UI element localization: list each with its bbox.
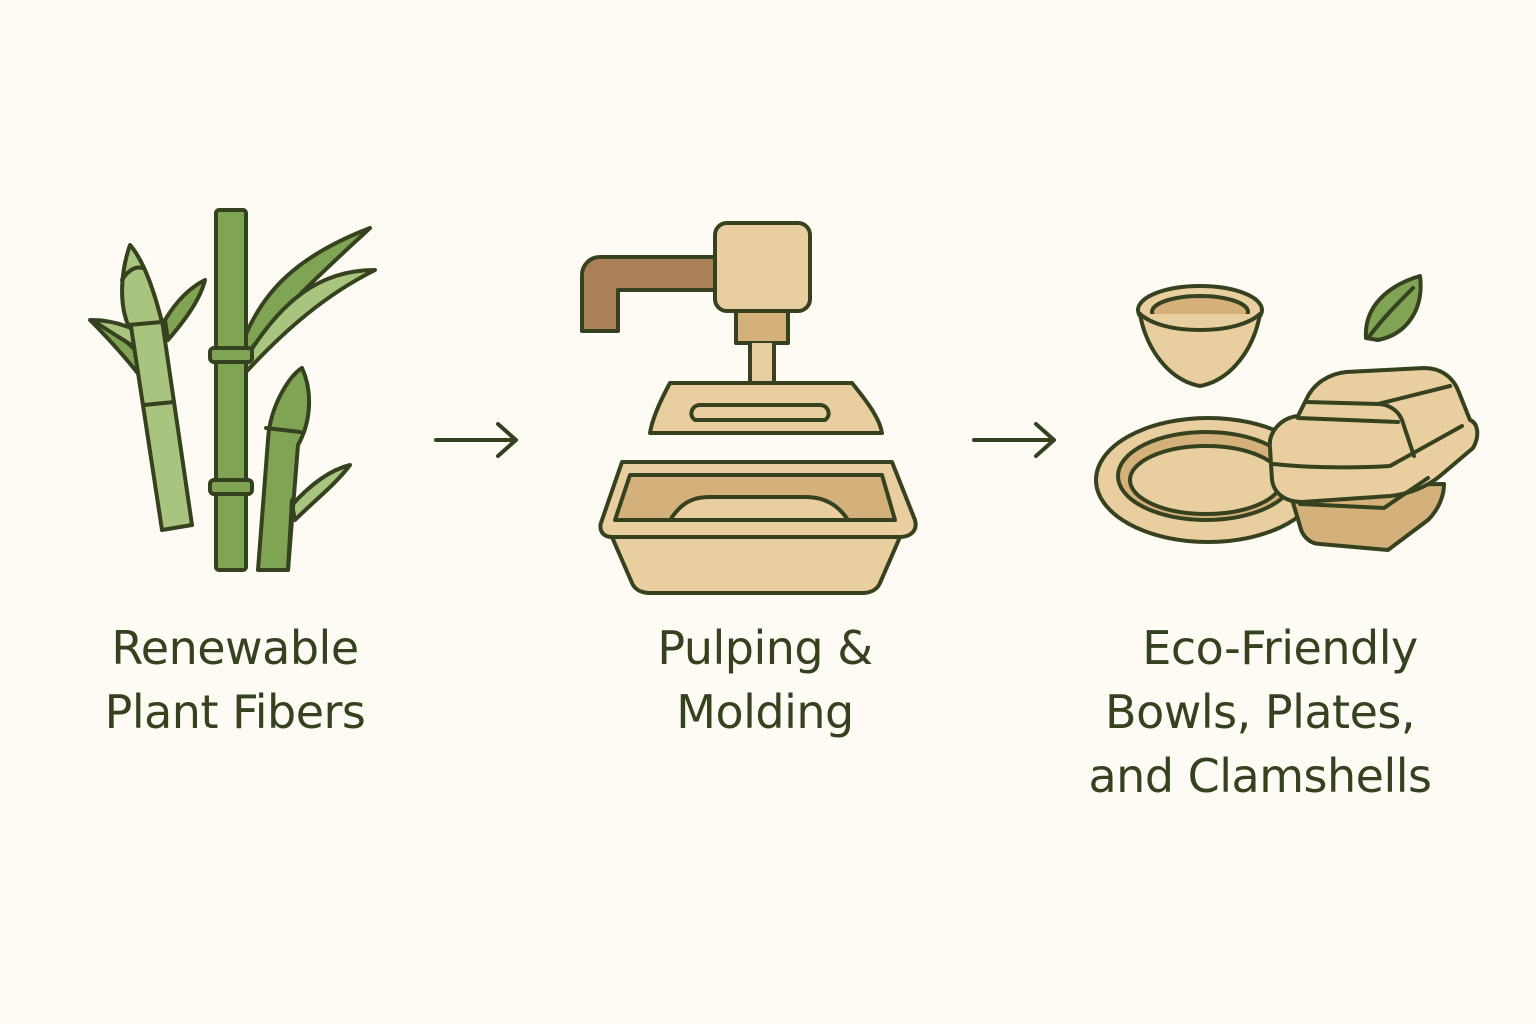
arrow-right-icon [972,422,1056,458]
step-label-line: Renewable [111,621,359,675]
step-label-molding: Pulping & Molding [600,616,930,744]
step-label-products: Eco-Friendly Bowls, Plates, and Clamshel… [1040,616,1480,808]
step-label-line: Plant Fibers [104,685,366,739]
mold-press-icon [580,221,918,595]
step-label-line: and Clamshells [1088,749,1432,803]
bamboo-icon [88,208,377,572]
step-label-line: Eco-Friendly [1142,621,1418,675]
arrow-right-icon [434,422,518,458]
step-label-line: Pulping & [657,621,873,675]
step-label-line: Bowls, Plates, [1105,685,1415,739]
step-label-fibers: Renewable Plant Fibers [70,616,400,744]
tableware-icon [1094,274,1480,552]
step-label-line: Molding [676,685,854,739]
